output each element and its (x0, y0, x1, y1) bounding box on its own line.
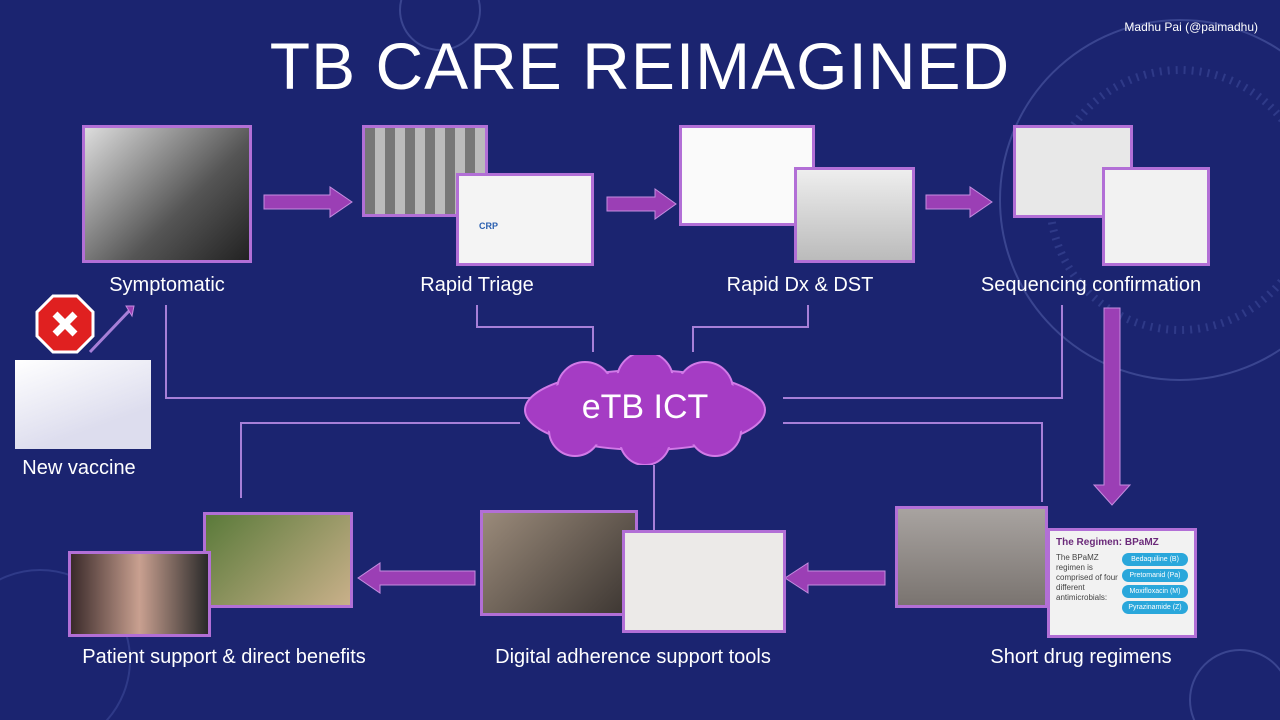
etb-ict-label: eTB ICT (581, 388, 709, 426)
regimen-card-text: The BPaMZ regimen is comprised of four d… (1056, 553, 1118, 602)
label-dx: Rapid Dx & DST (726, 274, 874, 296)
kit-label: CRP (479, 221, 499, 231)
vaccine-photo (15, 360, 151, 449)
call-center-photo (68, 551, 211, 637)
regimen-card-title: The Regimen: BPaMZ (1056, 537, 1159, 548)
stop-icon (35, 294, 95, 354)
etb-ict-cloud (524, 355, 766, 465)
label-sequencing: Sequencing confirmation (980, 274, 1202, 296)
dx-device-image (679, 125, 815, 226)
flow-arrows (125, 186, 1132, 594)
label-regimens: Short drug regimens (990, 646, 1172, 668)
sequencer-image (1102, 167, 1210, 266)
drug-pill: Pretomanid (Pa) (1122, 569, 1188, 582)
phone-app-photo (622, 530, 786, 633)
label-triage: Rapid Triage (420, 274, 534, 296)
slide-title: TB CARE REIMAGINED (269, 29, 1011, 103)
dx-instrument-image (794, 167, 915, 263)
payment-photo (203, 512, 353, 608)
drug-pill: Moxifloxacin (M) (1122, 585, 1188, 598)
label-symptomatic: Symptomatic (109, 274, 225, 296)
drug-pill: Pyrazinamide (Z) (1122, 601, 1188, 614)
pills-photo (895, 506, 1048, 608)
label-support: Patient support & direct benefits (82, 646, 366, 668)
label-adherence: Digital adherence support tools (495, 646, 771, 668)
symptomatic-photo (82, 125, 252, 263)
connector-lines (88, 305, 1063, 530)
drug-pill: Bedaquiline (B) (1122, 553, 1188, 566)
label-vaccine: New vaccine (22, 457, 136, 479)
triage-kit-image: CRP (456, 173, 594, 266)
adherence-photo (480, 510, 638, 616)
author-credit: Madhu Pai (@paimadhu) (1124, 20, 1258, 34)
regimen-card: The Regimen: BPaMZ The BPaMZ regimen is … (1047, 528, 1197, 638)
